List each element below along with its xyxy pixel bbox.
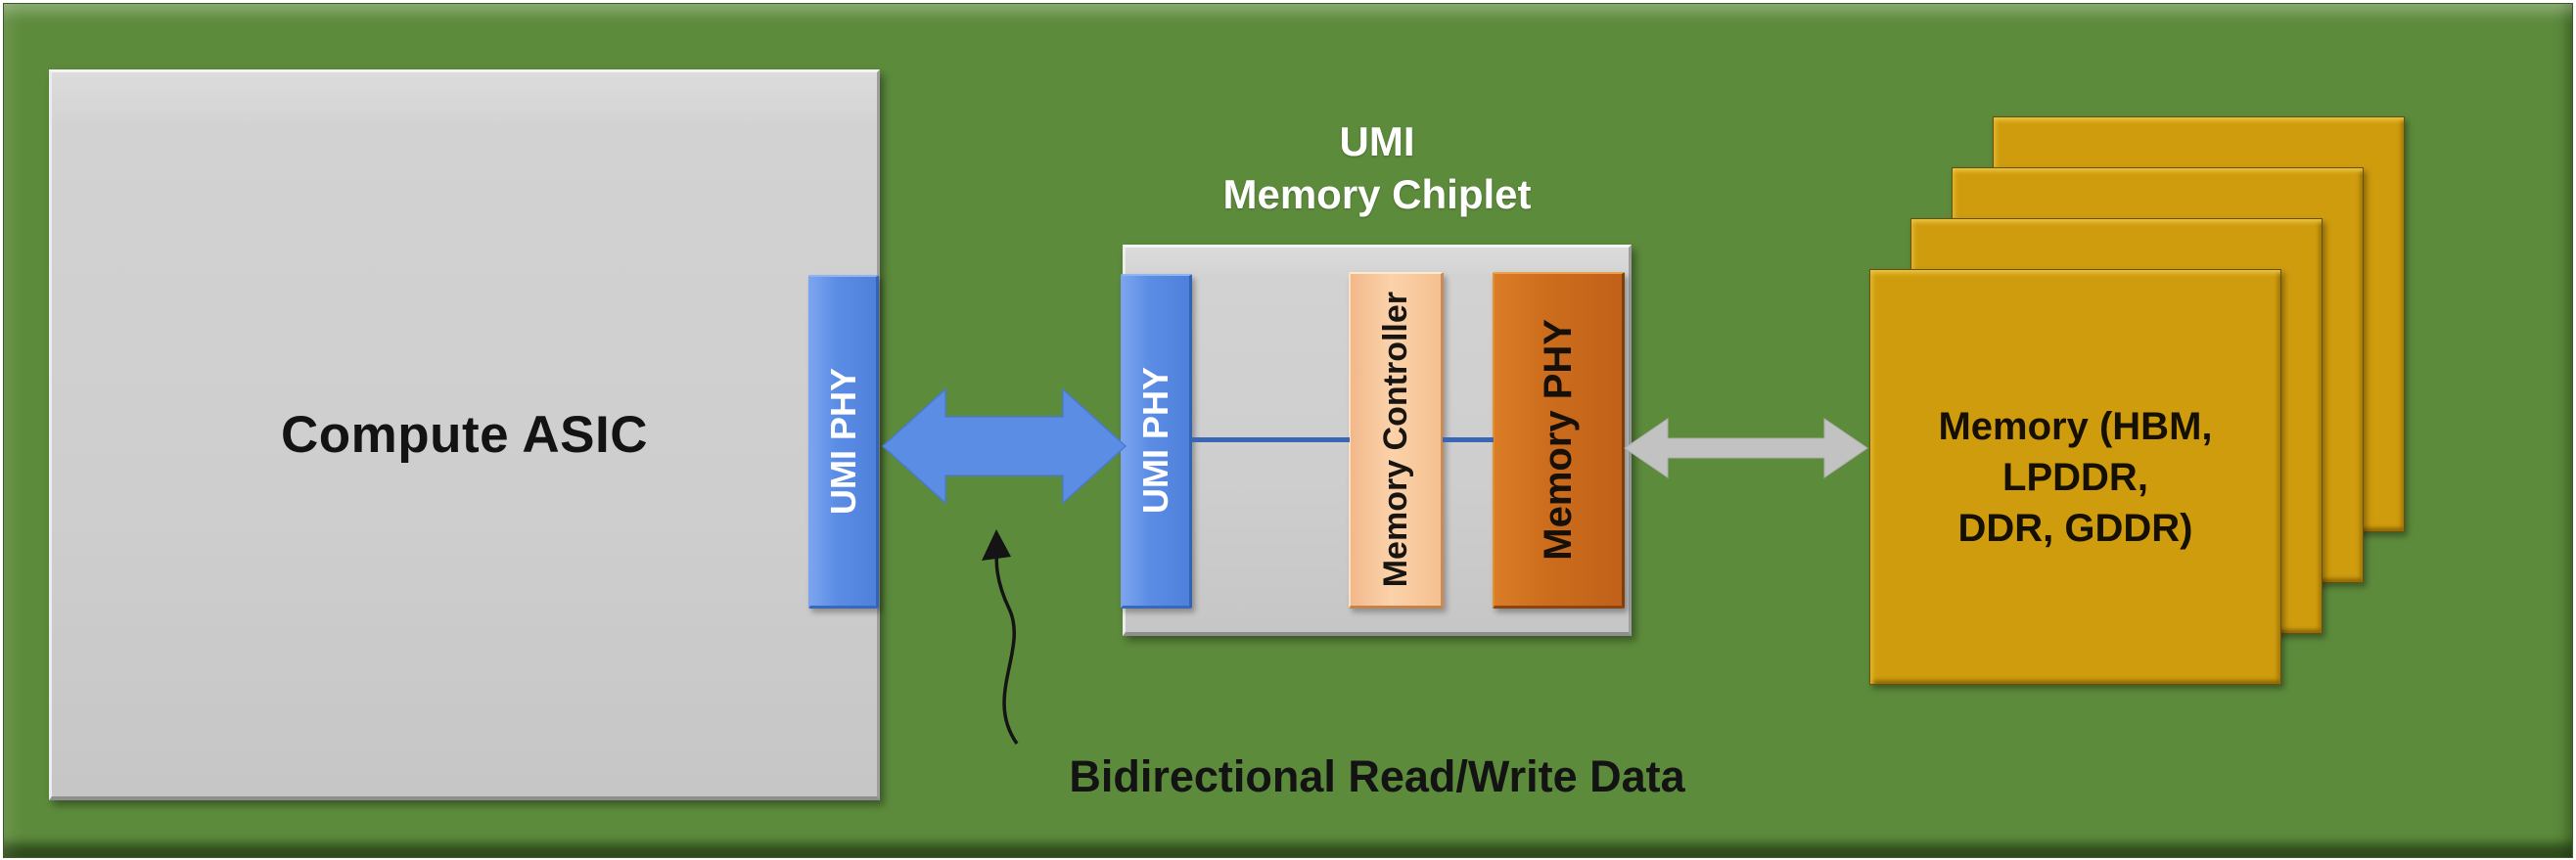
memory-controller-bar: Memory Controller xyxy=(1349,272,1444,609)
memory-phy-label: Memory PHY xyxy=(1536,319,1580,561)
memory-chiplet-title: UMI Memory Chiplet xyxy=(1083,115,1671,221)
umi-phy-chiplet-label: UMI PHY xyxy=(1135,367,1175,515)
compute-asic-box: Compute ASIC xyxy=(49,69,880,800)
memory-controller-label: Memory Controller xyxy=(1376,292,1414,588)
memory-stack-label: Memory (HBM, LPDDR, DDR, GDDR) xyxy=(1870,401,2280,554)
umi-phy-bar-chiplet: UMI PHY xyxy=(1121,274,1192,609)
compute-asic-label: Compute ASIC xyxy=(280,405,649,464)
memory-stack-label-line1: Memory (HBM, LPDDR, xyxy=(1938,404,2213,499)
memory-phy-bar: Memory PHY xyxy=(1493,272,1625,609)
memory-chiplet-title-line1: UMI xyxy=(1339,118,1415,164)
annotation-label: Bidirectional Read/Write Data xyxy=(1069,751,1685,801)
memory-chiplet-title-line2: Memory Chiplet xyxy=(1222,171,1532,217)
umi-phy-bar-compute: UMI PHY xyxy=(808,275,879,609)
memory-stack-label-line2: DDR, GDDR) xyxy=(1957,506,2193,550)
memory-die-layer-front: Memory (HBM, LPDDR, DDR, GDDR) xyxy=(1869,269,2281,685)
umi-phy-compute-label: UMI PHY xyxy=(822,367,863,515)
